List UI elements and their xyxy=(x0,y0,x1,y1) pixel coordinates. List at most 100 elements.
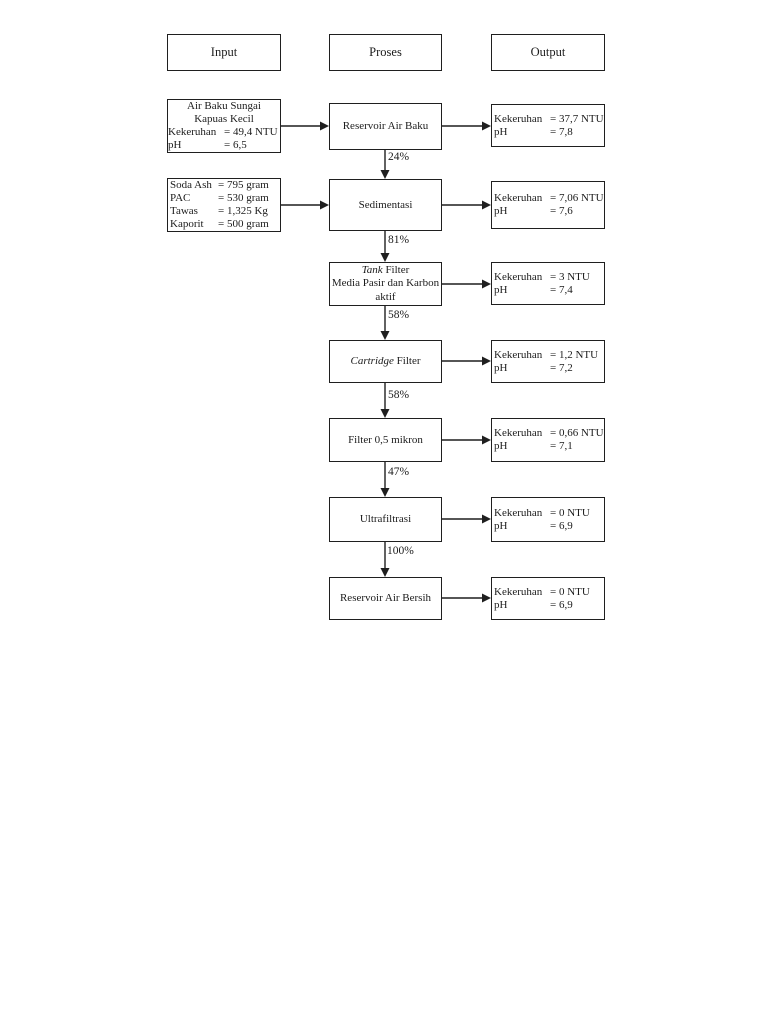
arrow-percent-label: 58% xyxy=(388,389,410,401)
process-box-reservoir-air-bersih: Reservoir Air Bersih xyxy=(329,577,442,620)
arrow-proses3-to-output3 xyxy=(442,279,491,289)
output-box-4: Kekeruhan = 1,2 NTU pH = 7,2 xyxy=(491,340,605,383)
kv-value: = 530 gram xyxy=(218,192,269,204)
kv-label: Kekeruhan xyxy=(494,348,543,361)
process-box-sedimentasi: Sedimentasi xyxy=(329,179,442,231)
process-box-reservoir-air-baku: Reservoir Air Baku xyxy=(329,103,442,150)
kv-value: = 0 NTU xyxy=(550,585,590,598)
kv-value: = 7,8 xyxy=(550,125,573,138)
process-label: Reservoir Air Bersih xyxy=(339,592,432,604)
arrow-percent-label: 100% xyxy=(387,545,414,557)
kv-label: Kaporit xyxy=(170,218,204,230)
arrow-percent-label: 58% xyxy=(388,309,410,321)
kv-value: = 7,2 xyxy=(550,361,573,374)
kv-label: pH xyxy=(494,598,508,611)
process-label: Filter 0,5 mikron xyxy=(348,433,423,446)
input-box-bahan-kimia: Soda Ash = 795 gram PAC = 530 gram Tawas… xyxy=(167,178,281,232)
kv-label: Kekeruhan xyxy=(494,192,543,204)
kv-row: pH = 6,9 xyxy=(494,599,602,612)
kv-value: = 500 gram xyxy=(218,218,269,230)
process-label: Sedimentasi xyxy=(358,198,413,211)
kv-value: = 1,325 Kg xyxy=(218,205,268,217)
output-box-7: Kekeruhan = 0 NTU pH = 6,9 xyxy=(491,577,605,620)
kv-value: = 1,2 NTU xyxy=(550,348,599,361)
kv-row: Kekeruhan = 7,06 NTU xyxy=(494,192,604,205)
process-label: Tank Filter xyxy=(361,263,410,276)
kv-row: pH = 6,9 xyxy=(494,520,602,533)
kv-row: pH = 6,5 xyxy=(168,139,280,152)
kv-row: Tawas = 1,325 Kg xyxy=(170,205,278,218)
kv-row: Soda Ash = 795 gram xyxy=(170,179,278,192)
kv-value: = 6,9 xyxy=(550,519,573,532)
kv-value: = 37,7 NTU xyxy=(550,112,604,125)
arrow-proses7-to-output7 xyxy=(442,593,491,603)
kv-value: = 6,5 xyxy=(224,139,247,151)
kv-row: Kekeruhan = 37,7 NTU xyxy=(494,112,604,126)
kv-label: Kekeruhan xyxy=(494,506,543,519)
arrow-percent-label: 47% xyxy=(388,466,410,478)
header-proses-label: Proses xyxy=(369,45,402,59)
process-box-ultrafiltrasi: Ultrafiltrasi xyxy=(329,497,442,542)
kv-value: = 49,4 NTU xyxy=(224,126,278,138)
kv-label: Kekeruhan xyxy=(494,112,543,125)
kv-value: = 7,6 xyxy=(550,205,573,217)
kv-row: Kekeruhan = 0 NTU xyxy=(494,586,602,599)
kv-row: PAC = 530 gram xyxy=(170,192,278,205)
process-label: Cartridge Filter xyxy=(350,355,421,367)
header-box-proses: Proses xyxy=(329,34,442,71)
header-input-label: Input xyxy=(210,45,238,59)
kv-label: Kekeruhan xyxy=(494,270,543,283)
kv-label: Tawas xyxy=(170,205,198,217)
arrow-proses5-to-output5 xyxy=(442,435,491,445)
kv-row: Kekeruhan = 3 NTU xyxy=(494,271,602,284)
kv-row: Kekeruhan = 0,66 NTU xyxy=(494,427,604,440)
header-box-input: Input xyxy=(167,34,281,71)
kv-label: Kekeruhan xyxy=(168,126,217,138)
kv-value: = 0 NTU xyxy=(550,506,590,519)
header-box-output: Output xyxy=(491,34,605,71)
kv-value: = 6,9 xyxy=(550,598,573,611)
process-box-tank-filter: Tank Filter Media Pasir dan Karbon aktif xyxy=(329,262,442,306)
kv-value: = 7,06 NTU xyxy=(550,192,604,204)
kv-row: Kekeruhan = 1,2 NTU xyxy=(494,349,602,362)
kv-value: = 795 gram xyxy=(218,179,269,191)
kv-value: = 7,1 xyxy=(550,440,573,452)
kv-label: pH xyxy=(494,283,508,296)
arrow-input1-to-proses1 xyxy=(281,121,329,131)
process-label: Reservoir Air Baku xyxy=(342,120,429,132)
arrow-proses1-to-output1 xyxy=(442,121,491,131)
kv-row: Kaporit = 500 gram xyxy=(170,218,278,231)
process-label: aktif xyxy=(375,290,396,303)
output-box-5: Kekeruhan = 0,66 NTU pH = 7,1 xyxy=(491,418,605,462)
input-title-line: Air Baku Sungai xyxy=(187,100,261,112)
arrow-proses4-to-output4 xyxy=(442,356,491,366)
kv-label: pH xyxy=(494,125,508,138)
output-box-3: Kekeruhan = 3 NTU pH = 7,4 xyxy=(491,262,605,305)
process-label: Ultrafiltrasi xyxy=(359,513,412,525)
output-box-2: Kekeruhan = 7,06 NTU pH = 7,6 xyxy=(491,181,605,229)
kv-row: pH = 7,6 xyxy=(494,205,602,218)
kv-value: = 7,4 xyxy=(550,283,573,296)
output-box-6: Kekeruhan = 0 NTU pH = 6,9 xyxy=(491,497,605,542)
kv-value: = 0,66 NTU xyxy=(550,427,604,439)
process-label: Media Pasir dan Karbon xyxy=(331,277,440,290)
kv-row: pH = 7,1 xyxy=(494,440,602,453)
kv-row: pH = 7,2 xyxy=(494,362,602,375)
kv-label: Soda Ash xyxy=(170,179,212,191)
kv-label: pH xyxy=(168,139,182,151)
kv-row: Kekeruhan = 0 NTU xyxy=(494,507,602,520)
output-box-1: Kekeruhan = 37,7 NTU pH = 7,8 xyxy=(491,104,605,147)
arrow-percent-label: 81% xyxy=(388,234,410,246)
process-box-filter-05-mikron: Filter 0,5 mikron xyxy=(329,418,442,462)
arrow-proses2-to-output2 xyxy=(442,200,491,210)
kv-row: pH = 7,4 xyxy=(494,284,602,297)
kv-label: pH xyxy=(494,205,508,217)
kv-label: Kekeruhan xyxy=(494,585,543,598)
kv-label: PAC xyxy=(170,192,191,204)
input-box-air-baku: Air Baku Sungai Kapuas Kecil Kekeruhan =… xyxy=(167,99,281,153)
kv-value: = 3 NTU xyxy=(550,270,590,283)
arrow-proses6-to-output6 xyxy=(442,514,491,524)
process-box-cartridge-filter: Cartridge Filter xyxy=(329,340,442,383)
kv-row: Kekeruhan = 49,4 NTU xyxy=(168,126,280,139)
